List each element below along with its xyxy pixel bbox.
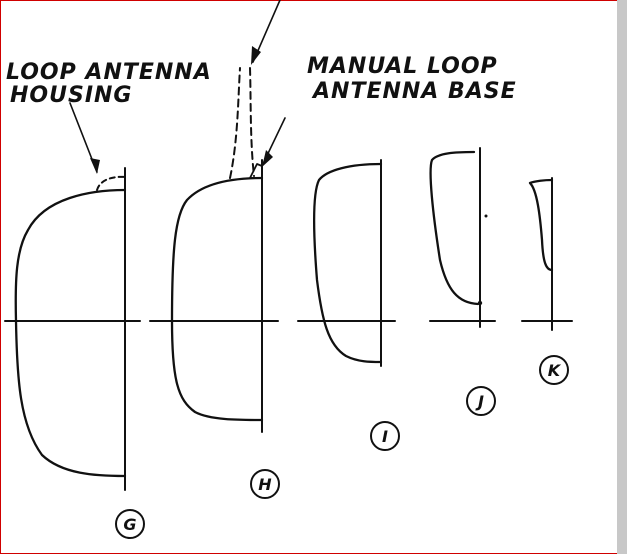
section-g-outline [14,188,127,478]
label-loop-antenna: LOOP ANTENNA [6,60,212,85]
section-i-label: I [382,427,388,446]
section-k-label: K [548,361,562,380]
section-k-outline [528,178,554,272]
dot-j [484,214,488,218]
dot-j-end [477,300,483,306]
section-h-circle [250,469,280,499]
loop-antenna-housing-bump [96,175,126,191]
section-h-outline [170,176,264,422]
section-k-circle [539,355,569,385]
right-edge-strip [617,0,627,554]
label-housing: HOUSING [10,83,132,108]
manual-loop-base [249,163,263,179]
arrowhead-housing [90,158,100,174]
arrowhead-top [251,46,261,65]
section-j-outline [429,150,480,306]
section-g-circle [115,509,145,539]
label-manual-loop: MANUAL LOOP [307,54,498,79]
section-j-circle [466,386,496,416]
arrowhead-manual-loop [262,150,273,167]
section-g-label: G [123,515,136,534]
manual-loop-mast [229,67,255,179]
label-antenna-base: ANTENNA BASE [311,79,517,104]
section-i-circle [370,421,400,451]
section-j-label: J [475,392,484,411]
section-h-label: H [258,475,272,494]
section-i-outline [313,162,383,364]
